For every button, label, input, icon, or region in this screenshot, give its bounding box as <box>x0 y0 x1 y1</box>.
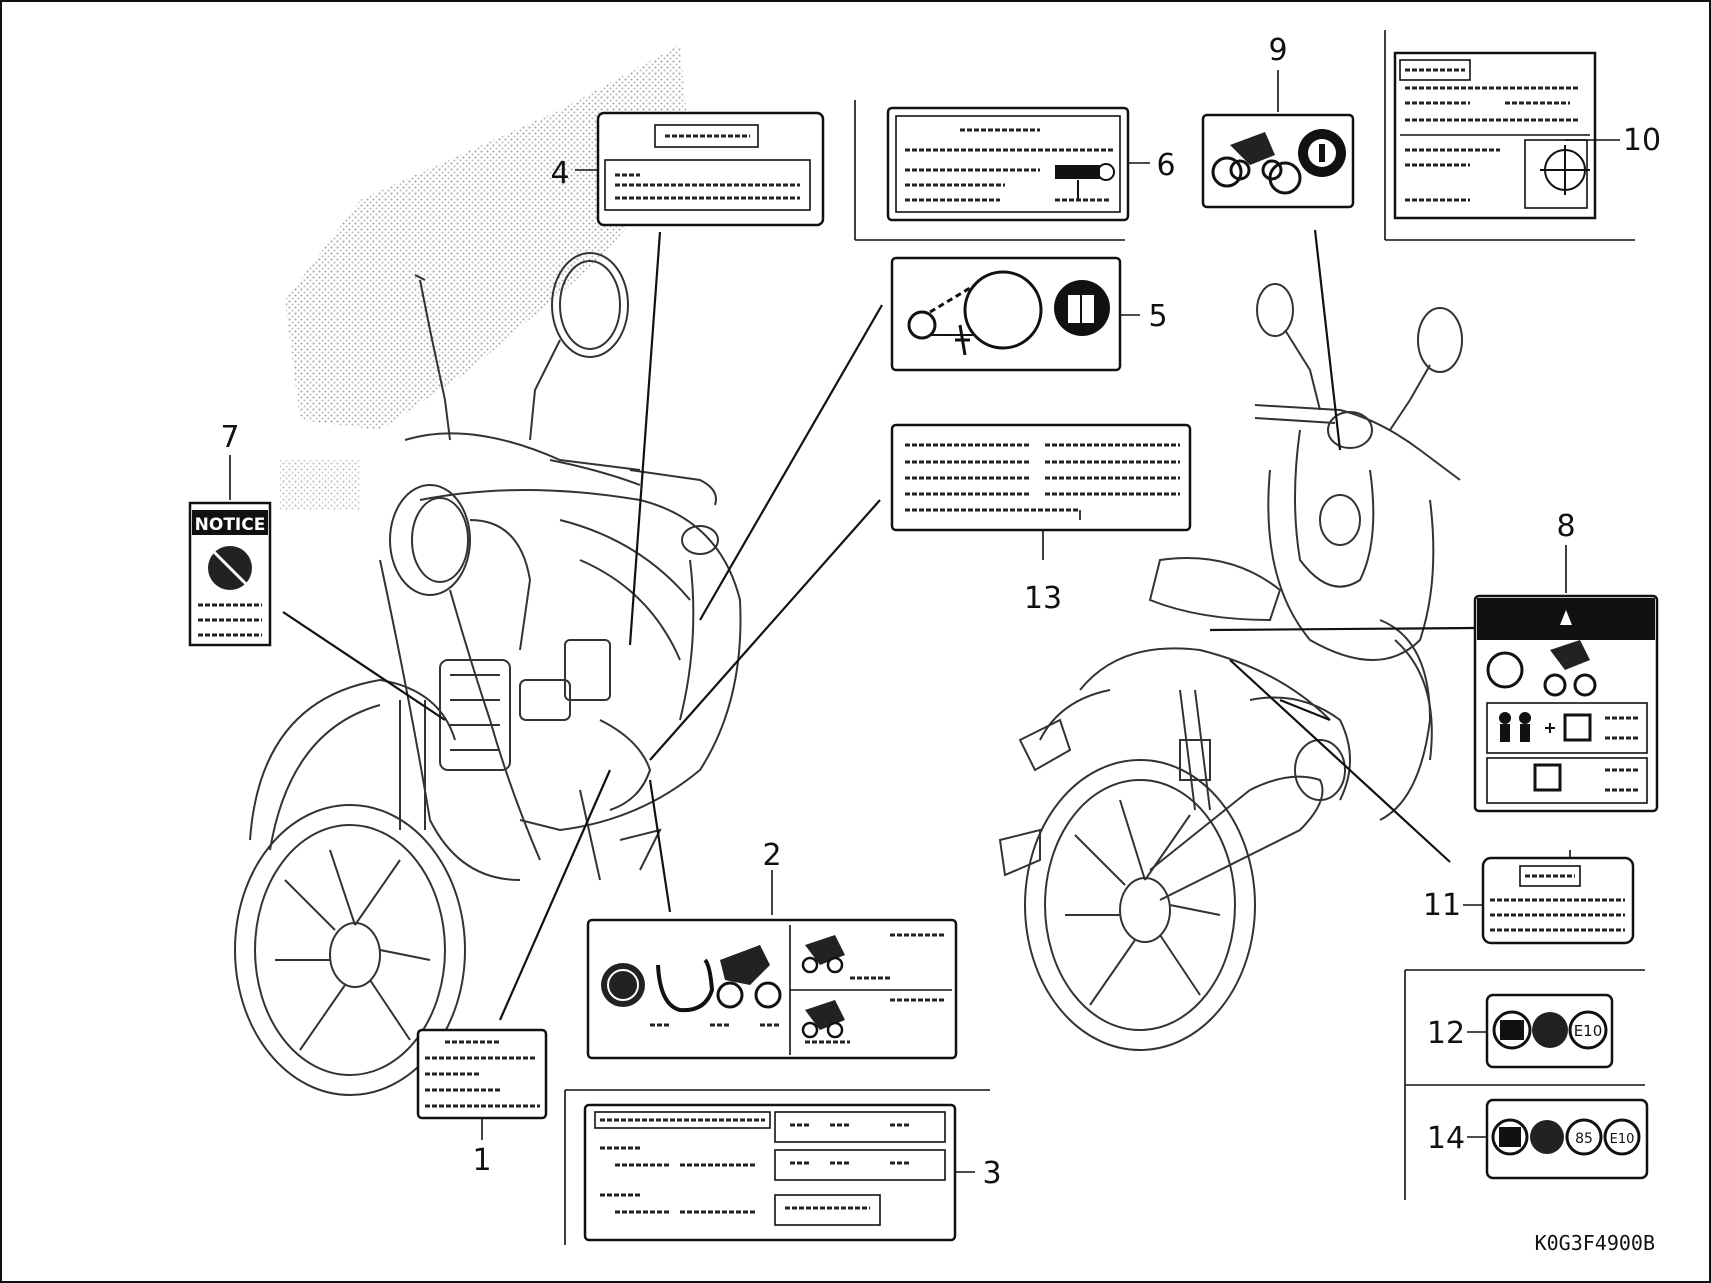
label-4 <box>575 111 825 227</box>
label-9 <box>1201 70 1355 209</box>
part-code: K0G3F4900B <box>1535 1231 1655 1255</box>
motorcycle-right-view <box>998 283 1463 1051</box>
motorcycle-left-view <box>234 252 742 1096</box>
callout-13: 13 <box>1024 581 1062 616</box>
callout-3: 3 <box>982 1156 1001 1191</box>
e10-badge-14: E10 <box>1610 1132 1635 1147</box>
e10-badge-12: E10 <box>1574 1022 1603 1040</box>
callout-12: 12 <box>1427 1016 1465 1051</box>
label-7: NOTICE <box>188 455 272 647</box>
callout-6: 6 <box>1156 148 1175 183</box>
callout-numbers: 1 2 3 4 5 6 7 8 9 10 11 12 13 14 <box>220 33 1661 1191</box>
label-11 <box>1463 850 1635 945</box>
callout-2: 2 <box>762 838 781 873</box>
callout-8: 8 <box>1556 509 1575 544</box>
notice-text: NOTICE <box>195 515 266 535</box>
callout-9: 9 <box>1268 33 1287 68</box>
label-6 <box>886 106 1150 222</box>
callout-11: 11 <box>1423 888 1461 923</box>
label-8 <box>1473 545 1659 813</box>
label-13 <box>890 423 1192 560</box>
callout-10: 10 <box>1623 123 1661 158</box>
label-1 <box>416 1028 548 1140</box>
callout-4: 4 <box>550 156 569 191</box>
label-2 <box>586 870 958 1060</box>
85-badge-14: 85 <box>1575 1131 1593 1147</box>
callout-7: 7 <box>220 420 239 455</box>
label-5 <box>890 256 1140 372</box>
shading-pattern <box>280 45 690 510</box>
label-14: 85 E10 <box>1467 1098 1649 1180</box>
label-12: E10 <box>1467 993 1614 1069</box>
callout-5: 5 <box>1148 299 1167 334</box>
leader-lines <box>282 30 1645 1245</box>
label-10 <box>1393 51 1620 220</box>
label-3 <box>583 1103 975 1242</box>
callout-1: 1 <box>472 1143 491 1178</box>
callout-14: 14 <box>1427 1121 1465 1156</box>
